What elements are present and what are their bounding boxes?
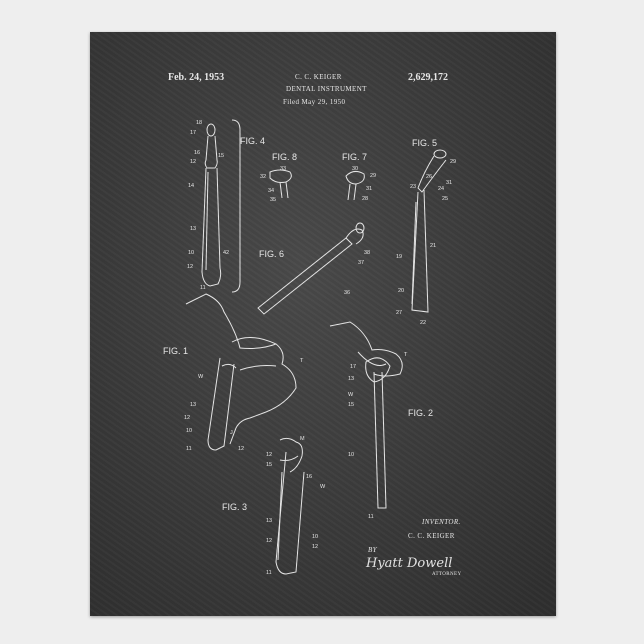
svg-text:15: 15 (348, 402, 354, 408)
svg-text:22: 22 (420, 320, 426, 326)
svg-text:31: 31 (366, 186, 372, 192)
svg-text:12: 12 (266, 452, 272, 458)
svg-text:10: 10 (312, 534, 318, 540)
svg-text:12: 12 (312, 544, 318, 550)
svg-text:12: 12 (238, 446, 244, 452)
svg-text:23: 23 (410, 184, 416, 190)
patent-drawings: 18 17 16 12 15 14 13 10 42 12 11 33 32 3… (90, 32, 556, 616)
svg-text:37: 37 (358, 260, 364, 266)
fig7-tip: 30 29 31 28 (346, 166, 376, 202)
svg-text:30: 30 (352, 166, 358, 172)
inventor-name: C. C. KEIGER (408, 532, 455, 540)
svg-text:35: 35 (270, 197, 276, 203)
svg-text:32: 32 (260, 174, 266, 180)
svg-text:42: 42 (223, 250, 229, 256)
svg-text:33: 33 (280, 166, 286, 172)
svg-text:W: W (320, 484, 326, 490)
svg-text:29: 29 (370, 173, 376, 179)
svg-text:T: T (404, 352, 408, 358)
svg-text:10: 10 (186, 428, 192, 434)
by-label: BY (368, 546, 377, 554)
svg-text:11: 11 (200, 285, 206, 291)
svg-text:17: 17 (190, 130, 196, 136)
svg-text:12: 12 (266, 538, 272, 544)
svg-text:18: 18 (196, 120, 202, 126)
svg-text:21: 21 (430, 243, 436, 249)
svg-text:12: 12 (184, 415, 190, 421)
svg-text:29: 29 (450, 159, 456, 165)
fig4-instrument: 18 17 16 12 15 14 13 10 42 12 11 (187, 120, 229, 291)
svg-text:15: 15 (218, 153, 224, 159)
svg-text:T: T (300, 358, 304, 364)
svg-text:25: 25 (442, 196, 448, 202)
svg-text:12: 12 (190, 159, 196, 165)
svg-text:11: 11 (186, 446, 192, 452)
svg-text:34: 34 (268, 188, 274, 194)
svg-text:15: 15 (266, 462, 272, 468)
svg-text:16: 16 (306, 474, 312, 480)
svg-text:11: 11 (368, 514, 374, 520)
svg-text:26: 26 (426, 174, 432, 180)
inventor-label: INVENTOR. (422, 518, 461, 526)
svg-text:10: 10 (348, 452, 354, 458)
fig1-jaw: T W 13 12 10 11 J 12 (184, 294, 304, 452)
svg-text:13: 13 (266, 518, 272, 524)
fig2-jaw: T 17 13 W 15 10 11 (330, 322, 408, 520)
svg-text:W: W (198, 374, 204, 380)
svg-text:J: J (230, 430, 233, 436)
svg-text:W: W (348, 392, 354, 398)
svg-text:19: 19 (396, 254, 402, 260)
fig8-tip: 33 32 34 35 (260, 166, 291, 203)
svg-text:28: 28 (362, 196, 368, 202)
svg-text:13: 13 (190, 226, 196, 232)
attorney-signature: Hyatt Dowell (366, 556, 452, 571)
svg-text:11: 11 (266, 570, 272, 576)
svg-text:14: 14 (188, 183, 194, 189)
svg-text:M: M (300, 436, 305, 442)
fig6-instrument: 38 37 36 (258, 223, 370, 314)
svg-text:36: 36 (344, 290, 350, 296)
svg-text:17: 17 (350, 364, 356, 370)
svg-text:31: 31 (446, 180, 452, 186)
fig3-instrument: M 12 15 16 W 13 12 10 12 11 (266, 436, 326, 576)
svg-text:13: 13 (348, 376, 354, 382)
fig4-bracket (232, 120, 240, 292)
svg-text:12: 12 (187, 264, 193, 270)
svg-text:38: 38 (364, 250, 370, 256)
svg-text:27: 27 (396, 310, 402, 316)
svg-text:20: 20 (398, 288, 404, 294)
svg-text:16: 16 (194, 150, 200, 156)
patent-poster: Feb. 24, 1953 C. C. KEIGER DENTAL INSTRU… (90, 32, 556, 616)
fig5-instrument: 29 26 31 23 24 25 21 19 20 27 22 (396, 150, 456, 326)
svg-text:13: 13 (190, 402, 196, 408)
svg-text:24: 24 (438, 186, 444, 192)
svg-text:10: 10 (188, 250, 194, 256)
attorney-label: ATTORNEY (432, 572, 462, 577)
